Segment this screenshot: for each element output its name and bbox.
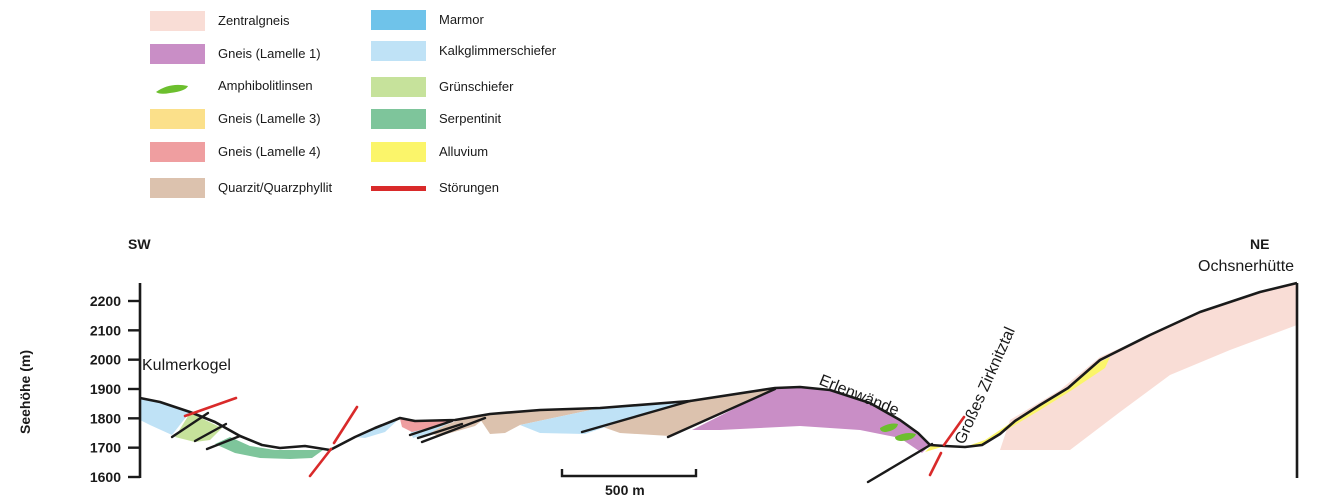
scale-bar-label: 500 m [605, 482, 645, 498]
sw-label: SW [128, 236, 151, 252]
legend-label-amphibolit: Amphibolitlinsen [218, 78, 313, 93]
unit-serpentinit [215, 437, 323, 459]
y-tick-label: 1700 [90, 440, 121, 456]
legend-label-gruenschiefer: Grünschiefer [439, 79, 514, 94]
legend-swatch-kalkglimmer [371, 41, 426, 61]
unit-gneis-lamelle-4 [400, 419, 455, 432]
legend-label-marmor: Marmor [439, 12, 484, 27]
unit-quarzit-east [600, 388, 775, 436]
amphibolit-lens-2 [895, 433, 916, 441]
contact-lines [170, 387, 934, 484]
y-axis-title: Seehöhe (m) [17, 350, 33, 435]
y-tick-label: 1600 [90, 469, 121, 485]
legend-label-serpentinit: Serpentinit [439, 111, 502, 126]
ne-place-label: Ochsnerhütte [1198, 258, 1295, 275]
legend-swatch-gneis1 [150, 44, 205, 64]
legend-label-kalkglimmer: Kalkglimmerschiefer [439, 43, 557, 58]
legend-label-zentralgneis: Zentralgneis [218, 13, 290, 28]
y-tick-label: 2200 [90, 293, 121, 309]
ne-label: NE [1250, 236, 1270, 252]
legend-swatch-gneis4 [150, 142, 205, 162]
scale-bar [560, 469, 698, 478]
legend-swatch-zentralgneis [150, 11, 205, 31]
y-tick-label: 2000 [90, 352, 121, 368]
legend-swatch-serpentinit [371, 109, 426, 129]
legend-label-gneis4: Gneis (Lamelle 4) [218, 144, 321, 159]
legend-label-gneis1: Gneis (Lamelle 1) [218, 46, 321, 61]
amphibolit-lens-1 [880, 423, 898, 432]
legend-label-gneis3: Gneis (Lamelle 3) [218, 111, 321, 126]
legend-swatch-amphibolit [150, 76, 205, 96]
legend-label-quarzit: Quarzit/Quarzphyllit [218, 180, 333, 195]
unit-gruenschiefer [175, 413, 222, 442]
unit-kalkglimmer-east [520, 401, 690, 434]
y-tick-label: 2100 [90, 322, 121, 338]
legend-swatch-marmor [371, 10, 426, 30]
legend-swatch-gneis3 [150, 109, 205, 129]
legend-swatch-alluvium [371, 142, 426, 162]
legend-swatch-stoerungen [371, 186, 426, 191]
legend-swatch-quarzit [150, 178, 205, 198]
legend-label-stoerungen: Störungen [439, 180, 499, 195]
place-kulmerkogel: Kulmerkogel [142, 357, 231, 374]
unit-kalkglimmer-west [140, 398, 190, 435]
y-tick-label: 1800 [90, 410, 121, 426]
y-tick-label: 1900 [90, 381, 121, 397]
faults [183, 396, 966, 478]
unit-zentralgneis [1000, 283, 1297, 450]
y-axis-ticks: 1600 1700 1800 1900 2000 2100 2200 [90, 293, 140, 485]
legend-swatch-gruenschiefer [371, 77, 426, 97]
legend-label-alluvium: Alluvium [439, 144, 489, 159]
unit-quarzit-mid [480, 408, 600, 434]
